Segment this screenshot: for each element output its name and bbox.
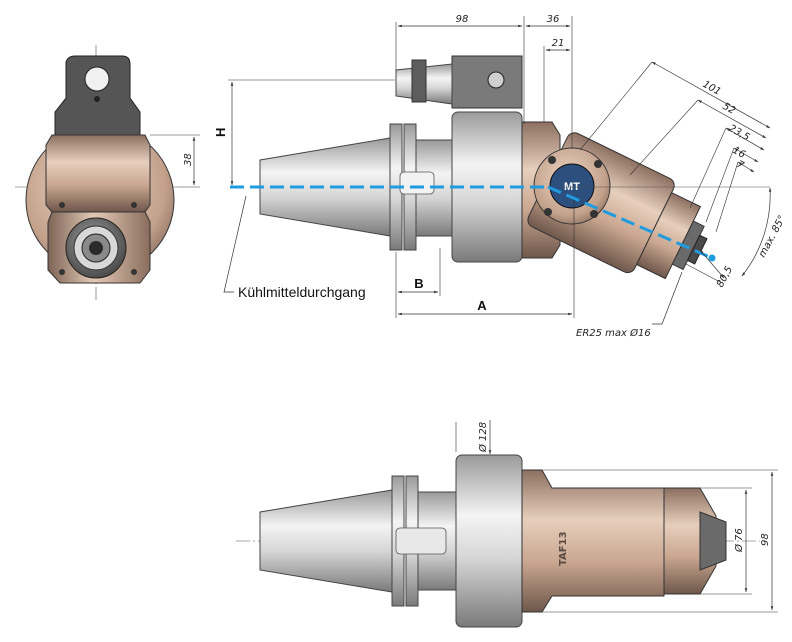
dim-98-side: 98 [760,533,771,546]
label-B: B [414,276,423,291]
end-view-collet-bore [89,241,103,255]
dim-38: 38 [183,153,194,166]
top-view-stop-pin [395,527,447,555]
swivel-screw [544,208,552,216]
dim-76: Ø 76 [733,528,745,553]
dim-36: 36 [547,14,560,25]
stop-block [451,55,523,109]
angled-head-side-view: H MT [213,14,788,339]
label-H: H [213,128,228,137]
end-view-clamp-bore [84,66,110,92]
end-view-screw [131,202,137,208]
drive-slot [399,171,435,195]
dim-23-5-ext [689,127,727,209]
end-view-clamp-screw [94,96,100,102]
dim-101-line [651,61,771,129]
stop-block-screw [487,71,505,89]
swivel-logo-plate [549,163,595,209]
dim-21: 21 [552,38,565,49]
end-view: 38 [15,45,200,300]
swivel-screw [548,156,556,164]
label-collet: ER25 max Ø16 [576,327,651,339]
dim-16-line [733,147,759,163]
dim-98: 98 [456,14,469,25]
dim-128: Ø 128 [477,422,489,453]
top-view-gear-housing [521,469,665,613]
end-view-screw [131,269,137,275]
model-label: TAF13 [558,531,569,566]
collet-leader [652,271,683,325]
dim-101-ext [579,61,653,151]
top-view-taper [259,489,393,593]
dim-7: 7 [735,159,746,172]
top-view-bearing-housing [455,454,523,628]
dim-7-line [737,161,755,173]
dim-80-5-line [699,249,725,279]
end-view-screw [59,202,65,208]
swivel-screw [590,210,598,218]
dim-16-ext [705,147,735,223]
label-max-angle: max. 85° [757,214,788,260]
top-view: TAF13 Ø 128 Ø 76 98 [236,420,778,628]
dim-23-5-line [725,127,765,151]
end-view-clamp-block [54,55,141,136]
dim-52: 52 [721,101,737,117]
top-view-spindle-nut [699,511,727,571]
swivel-screw [594,160,602,168]
coolant-outlet [708,254,716,262]
coolant-leader [223,195,247,293]
end-view-square-block [45,134,151,213]
dim-7-ext [715,161,739,233]
dim-52-ext [629,99,699,176]
label-A: A [477,298,487,313]
angle-arc [741,187,772,277]
stop-pin-collar [411,59,427,103]
dim-16: 16 [731,145,747,161]
end-view-screw [59,269,65,275]
dim-23-5: 23,5 [727,123,752,143]
label-coolant: Kühlmitteldurchgang [238,284,366,300]
dim-80-5: 80,5 [715,265,735,290]
dim-80-5-ext [685,263,721,283]
coolant-channel-angled-line [547,185,713,260]
